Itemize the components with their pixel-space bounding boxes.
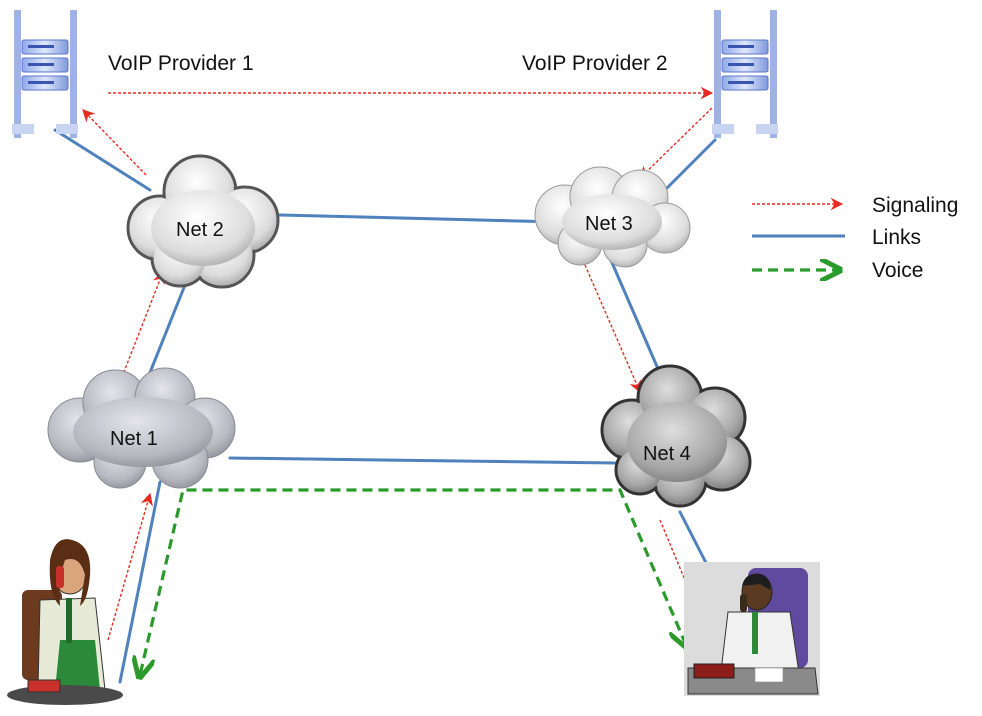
- caller-person-icon: [7, 539, 123, 705]
- cloud-net2-icon: [126, 154, 280, 289]
- cloud-net1-icon: [47, 367, 236, 489]
- link-net2-net3: [278, 213, 562, 224]
- net1-label: Net 1: [110, 428, 158, 450]
- signal-net3-net4: [584, 264, 642, 394]
- links-layer: [53, 128, 727, 684]
- link-net3-net4: [608, 256, 664, 380]
- signal-provider2-net3: [639, 107, 713, 179]
- callee-person-icon: [684, 562, 820, 696]
- net2-label: Net 2: [176, 219, 224, 241]
- server-provider1-icon: [12, 10, 78, 138]
- legend-voice-label: Voice: [872, 259, 923, 282]
- net4-label: Net 4: [643, 443, 691, 465]
- cloud-net3-icon: [534, 166, 691, 268]
- provider1-label: VoIP Provider 1: [108, 52, 254, 75]
- signal-caller-net1: [107, 492, 153, 641]
- legend-links-label: Links: [872, 226, 921, 249]
- legend-signaling-label: Signaling: [872, 194, 958, 217]
- link-net2-net1: [143, 283, 187, 387]
- link-provider1-net2: [53, 128, 152, 192]
- link-net3-provider2: [663, 138, 717, 192]
- signal-net2-provider1: [82, 109, 147, 176]
- provider2-label: VoIP Provider 2: [522, 52, 668, 75]
- voice-path: [140, 488, 686, 675]
- net3-label: Net 3: [585, 213, 633, 235]
- legend: Signaling Links Voice: [752, 194, 958, 282]
- server-provider2-icon: [712, 10, 778, 138]
- signal-net1-net2: [119, 270, 165, 383]
- voice-layer: [140, 488, 686, 675]
- cloud-net4-icon: [600, 364, 752, 508]
- link-net1-net4: [228, 456, 617, 465]
- link-net1-caller: [118, 480, 162, 684]
